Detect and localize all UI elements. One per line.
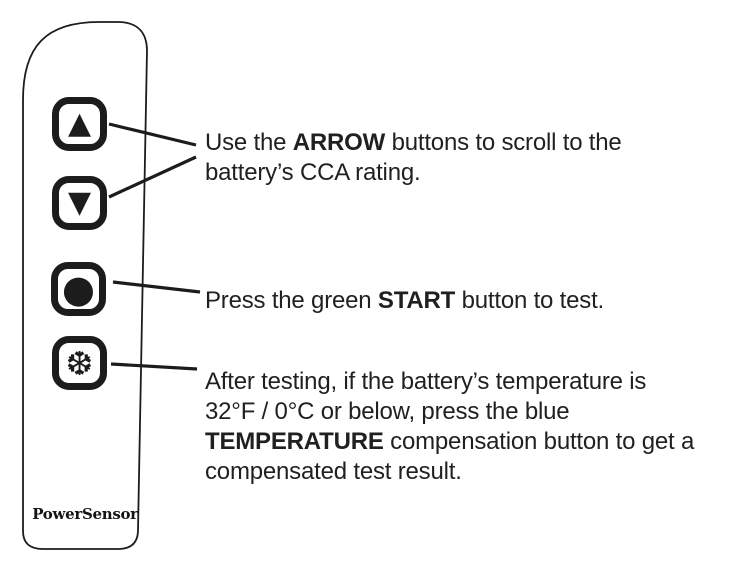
callout-text-temperature: After testing, if the battery’s temperat… <box>205 367 701 487</box>
arrow-down-icon: ▼ <box>67 185 92 220</box>
callout-temp-bold: TEMPERATURE <box>205 428 384 455</box>
arrow-up-button: ▲ <box>52 97 107 151</box>
callout-arrows-post: buttons to scroll to the battery’s CCA r… <box>205 129 622 186</box>
start-dot-icon: ● <box>61 267 96 311</box>
callout-temp-pre: After testing, if the battery’s temperat… <box>205 368 647 425</box>
start-button: ● <box>51 262 106 316</box>
callout-start-post: button to test. <box>455 287 605 314</box>
callout-arrows-pre: Use the <box>205 129 293 156</box>
arrow-down-button: ▼ <box>52 176 107 230</box>
callout-start-pre: Press the green <box>205 287 378 314</box>
callout-line-arrow-down <box>108 155 197 199</box>
temperature-button: ❆ <box>52 336 107 390</box>
device-logo-label: PowerSensor <box>32 505 138 523</box>
callout-line-arrow-up <box>108 122 197 147</box>
callout-start-bold: START <box>377 287 456 314</box>
callout-arrows-bold: ARROW <box>292 129 386 156</box>
callout-temp-post: compensation button to get a compensated… <box>205 428 695 485</box>
arrow-up-icon: ▲ <box>67 106 92 141</box>
callout-text-arrows: Use the ARROW buttons to scroll to the b… <box>205 128 701 188</box>
callout-line-temperature <box>110 362 198 371</box>
callout-text-start: Press the green START button to test. <box>205 286 604 316</box>
callout-line-start <box>112 280 201 294</box>
snowflake-icon: ❆ <box>65 343 94 383</box>
